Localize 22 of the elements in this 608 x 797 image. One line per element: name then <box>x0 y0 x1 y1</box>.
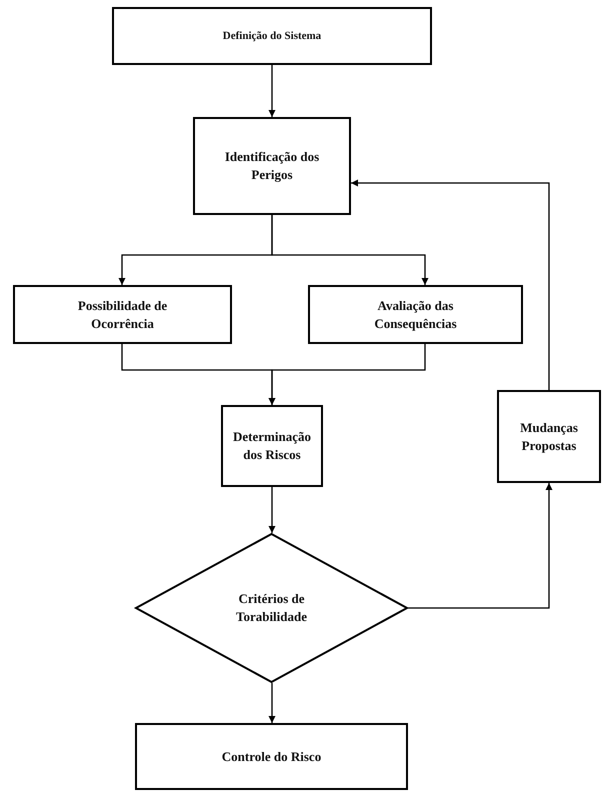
arrow <box>408 483 552 609</box>
node-label: Avaliação das Consequências <box>373 296 458 332</box>
process-box <box>112 7 432 65</box>
node-label: Critérios de Torabilidade <box>234 590 308 626</box>
process-box <box>135 723 408 790</box>
process-box <box>221 405 323 487</box>
arrow <box>268 344 426 405</box>
process-box <box>308 285 523 344</box>
arrow <box>268 683 276 723</box>
node-label: Definição do Sistema <box>222 28 322 44</box>
node-label: Determinação dos Riscos <box>232 428 312 464</box>
arrow <box>351 180 550 390</box>
arrow <box>268 65 276 117</box>
arrow <box>271 215 428 285</box>
node-label: Identificação dos Perigos <box>224 148 320 184</box>
process-box <box>193 117 351 215</box>
node-label: Mudanças Propostas <box>519 418 579 454</box>
node-label: Controle do Risco <box>222 748 322 766</box>
arrow <box>268 487 276 533</box>
process-box <box>13 285 232 344</box>
process-box <box>497 390 601 483</box>
node-label: Possibilidade de Ocorrência <box>76 296 168 332</box>
